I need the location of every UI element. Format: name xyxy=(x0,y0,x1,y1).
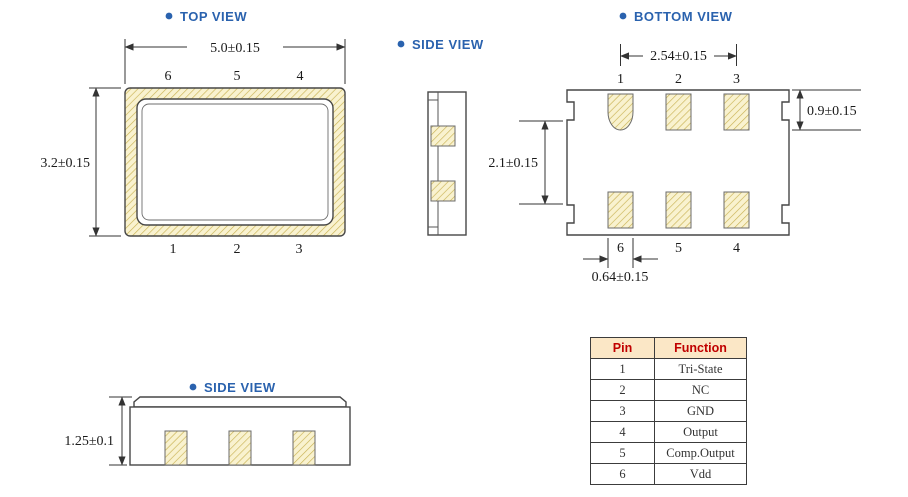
pad-pin4 xyxy=(723,191,750,229)
pin-label: 1 xyxy=(617,72,624,87)
dim-height-text: 3.2±0.15 xyxy=(40,156,90,171)
dim-total-height-text: 1.25±0.1 xyxy=(64,434,114,449)
side-view-lower-label: SIDE VIEW xyxy=(189,380,276,395)
top-view-title: TOP VIEW xyxy=(180,9,247,24)
pad-pin3 xyxy=(723,93,750,131)
pin-cell: 5 xyxy=(590,442,655,464)
dim-pad-width: 0.64±0.15 xyxy=(583,238,658,285)
bottom-view-title: BOTTOM VIEW xyxy=(634,9,733,24)
function-cell: NC xyxy=(654,379,747,401)
function-cell: Vdd xyxy=(654,463,747,485)
bottom-view-label: BOTTOM VIEW xyxy=(619,9,733,24)
top-view-label: TOP VIEW xyxy=(165,9,247,24)
side-pad xyxy=(292,430,316,466)
side-pad xyxy=(430,125,456,147)
table-row: 5 Comp.Output xyxy=(590,442,747,464)
dim-total-height: 1.25±0.1 xyxy=(64,396,132,466)
bullet-icon xyxy=(189,383,197,391)
dim-row-gap: 2.1±0.15 xyxy=(488,120,563,205)
side-pad xyxy=(430,180,456,202)
pin-label: 1 xyxy=(170,242,177,257)
top-view-seam xyxy=(141,103,329,221)
pin-label: 4 xyxy=(297,69,304,84)
pin-label: 3 xyxy=(296,242,303,257)
table-header-row: Pin Function xyxy=(590,337,747,359)
pin-label: 6 xyxy=(165,69,172,84)
pin-column-header: Pin xyxy=(590,337,655,359)
side-pad xyxy=(228,430,252,466)
top-view-lid xyxy=(136,98,334,226)
pin-label: 2 xyxy=(675,72,682,87)
side-lid xyxy=(133,396,347,408)
pad-pin6 xyxy=(607,191,634,229)
function-cell: Comp.Output xyxy=(654,442,747,464)
side-pad xyxy=(164,430,188,466)
table-row: 3 GND xyxy=(590,400,747,422)
table-row: 1 Tri-State xyxy=(590,358,747,380)
top-view: TOP VIEW 5.0±0.15 3.2±0.15 6 5 4 1 2 3 xyxy=(40,9,346,257)
side-body xyxy=(427,91,467,236)
bottom-view: BOTTOM VIEW 2.54±0.15 0.9±0.15 xyxy=(488,9,861,285)
bullet-icon xyxy=(397,40,405,48)
dim-pitch: 2.54±0.15 xyxy=(620,44,737,66)
dim-width-text: 5.0±0.15 xyxy=(210,41,260,56)
function-column-header: Function xyxy=(654,337,747,359)
side-view-upper-title: SIDE VIEW xyxy=(412,37,484,52)
dim-row-gap-text: 2.1±0.15 xyxy=(488,156,538,171)
function-cell: Tri-State xyxy=(654,358,747,380)
pin-cell: 3 xyxy=(590,400,655,422)
pin-label: 3 xyxy=(733,72,740,87)
pad-pin1 xyxy=(607,93,634,131)
pin-label: 2 xyxy=(234,242,241,257)
table-row: 2 NC xyxy=(590,379,747,401)
pin-cell: 6 xyxy=(590,463,655,485)
dim-pad-height-text: 0.9±0.15 xyxy=(807,104,857,119)
function-cell: GND xyxy=(654,400,747,422)
table-row: 4 Output xyxy=(590,421,747,443)
pin-label: 5 xyxy=(675,241,682,256)
bullet-icon xyxy=(619,12,627,20)
pin-label: 5 xyxy=(234,69,241,84)
pad-pin2 xyxy=(665,93,692,131)
side-view-lower-title: SIDE VIEW xyxy=(204,380,276,395)
pin-cell: 4 xyxy=(590,421,655,443)
dim-pitch-text: 2.54±0.15 xyxy=(650,49,707,64)
side-view-upper-label: SIDE VIEW xyxy=(397,37,484,52)
dim-width: 5.0±0.15 xyxy=(124,39,346,84)
function-cell: Output xyxy=(654,421,747,443)
bullet-icon xyxy=(165,12,173,20)
side-view-lower: SIDE VIEW 1.25±0.1 xyxy=(64,380,351,466)
pin-label: 4 xyxy=(733,241,740,256)
pin-cell: 2 xyxy=(590,379,655,401)
table-row: 6 Vdd xyxy=(590,463,747,485)
dim-height: 3.2±0.15 xyxy=(40,87,121,237)
pad-pin5 xyxy=(665,191,692,229)
pin-function-table: Pin Function 1 Tri-State 2 NC 3 GND 4 Ou… xyxy=(590,337,747,485)
pin-label: 6 xyxy=(617,241,624,256)
pin-cell: 1 xyxy=(590,358,655,380)
dim-pad-height: 0.9±0.15 xyxy=(792,89,861,131)
dim-pad-width-text: 0.64±0.15 xyxy=(592,270,649,285)
side-view-upper: SIDE VIEW xyxy=(397,37,484,236)
